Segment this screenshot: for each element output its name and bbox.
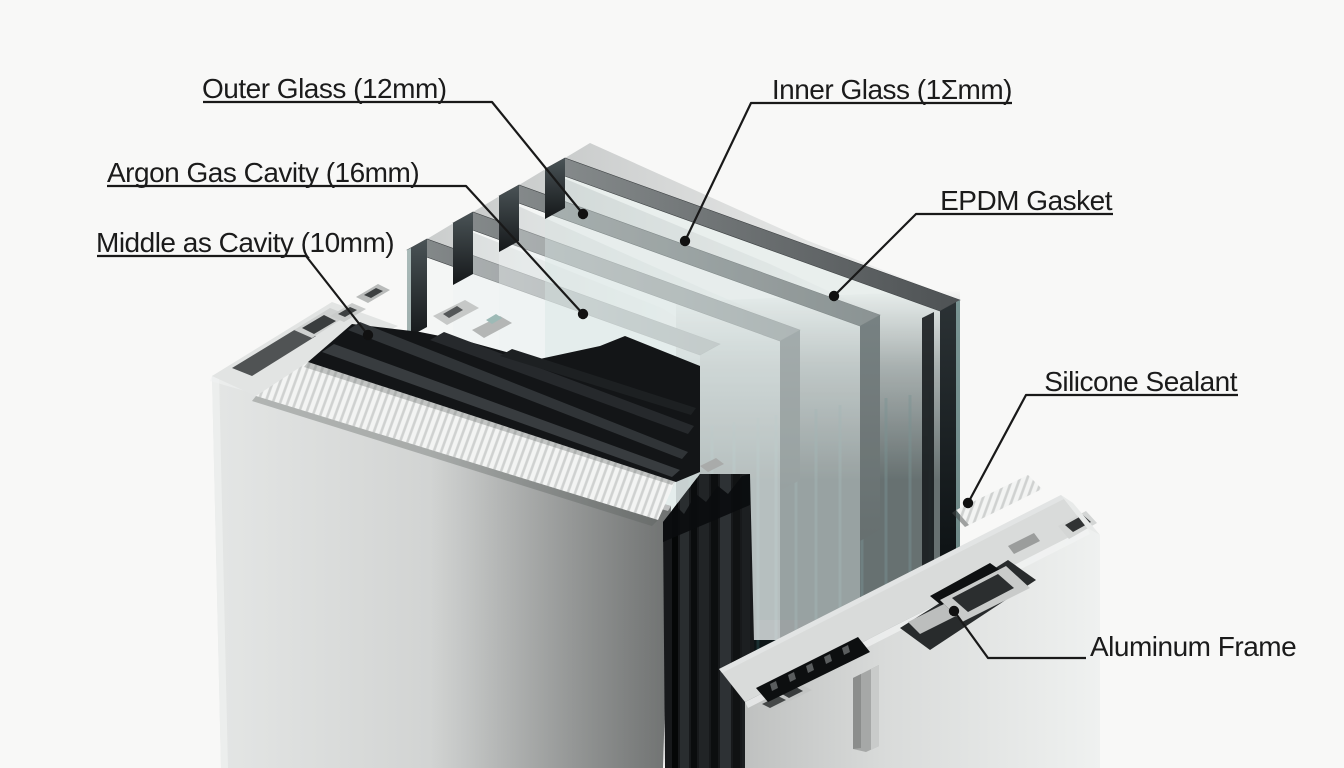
leader-dots [362, 208, 974, 617]
leader-inner-glass [684, 101, 1012, 242]
label-silicone-sealant: Silicone Sealant [1044, 366, 1237, 397]
pane-right-edge [860, 315, 880, 541]
label-argon-cavity: Argon Gas Cavity (16mm) [107, 157, 420, 188]
left-frame-block [210, 302, 676, 768]
profile-chamber [232, 329, 316, 376]
leader-outer-glass [203, 100, 584, 215]
left-frame-face-shadow [430, 440, 671, 768]
leader-argon-cavity [107, 184, 584, 315]
spacer-bottom-shade [252, 396, 658, 526]
spacer-end-caps [330, 284, 512, 338]
leader-aluminum-frame [953, 610, 1086, 660]
sealant-strip [952, 475, 1042, 527]
left-frame-edge-highlight [212, 373, 228, 768]
gasket-highlights [322, 322, 696, 477]
gap-reflection [565, 143, 960, 300]
label-outer-glass: Outer Glass (12mm) [202, 73, 447, 104]
spacer-top-line [304, 362, 676, 485]
corner-bevel [1061, 495, 1100, 535]
pane-right-edge [780, 330, 800, 491]
leader-lines [97, 100, 1238, 660]
right-frame-cut-face [719, 495, 1100, 702]
gap-reflection [427, 224, 720, 344]
thermal-spacer-strip [252, 362, 676, 526]
sash-column-ridges [672, 474, 750, 768]
pane-corner-post [407, 239, 427, 338]
pane-back-surface-edge [922, 312, 934, 606]
sash-gasket-jag [663, 474, 750, 542]
label-epdm-gasket: EPDM Gasket [940, 185, 1112, 216]
pane-corner-post [453, 212, 473, 285]
leader-silicone-sealant [967, 393, 1238, 504]
hook-profile-hole [952, 574, 1014, 612]
sash-clip-metal [700, 458, 724, 472]
right-frame-block [719, 475, 1100, 768]
cut-face-inner-line [719, 495, 1064, 673]
sash-column [663, 458, 757, 768]
pane-right-edge [940, 300, 960, 566]
hook-arm [908, 604, 956, 634]
leader-epdm-gasket [833, 212, 1113, 297]
right-frame-leg-chambers [756, 684, 812, 712]
leader-middle-cavity [97, 254, 369, 336]
step-notch [1008, 533, 1040, 554]
profile-box-hole [302, 315, 336, 334]
label-middle-cavity: Middle as Cavity (10mm) [96, 227, 395, 258]
gap-reflection [473, 197, 800, 330]
label-inner-glass: Inner Glass (1Σmm) [771, 74, 1013, 105]
gasket-teeth [770, 645, 850, 691]
label-aluminum-frame: Aluminum Frame [1090, 631, 1297, 662]
right-frame-notch [853, 665, 879, 752]
pane-edge-glow [956, 300, 960, 557]
pane-corner-post [499, 185, 519, 252]
gap-reflection [519, 170, 880, 315]
gasket-stack [308, 284, 700, 482]
pane-corner-highlight [407, 248, 411, 338]
